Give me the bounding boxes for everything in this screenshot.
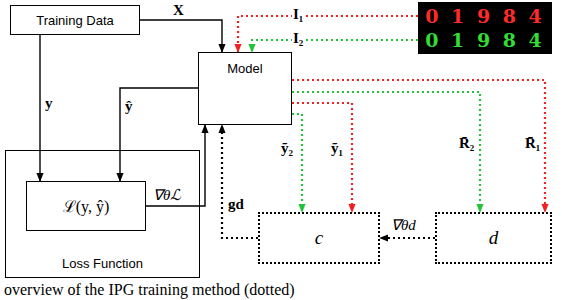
loss-panel: Loss Function ℒ(y, ŷ) <box>5 150 200 278</box>
connector <box>146 125 205 206</box>
connector <box>252 40 418 52</box>
node-text: 0 1 9 8 4 <box>425 29 545 51</box>
data-box: Training Data <box>10 5 140 35</box>
connector <box>292 92 480 212</box>
edge-label: y <box>44 95 54 112</box>
discriminator-box: d <box>435 212 552 264</box>
connector <box>238 16 418 52</box>
connector <box>120 88 198 181</box>
critic-box: c <box>258 212 380 264</box>
edge-label: ŷ <box>124 98 134 115</box>
edge-label: ∇θℒ <box>152 186 182 204</box>
digit-strip: 0 1 9 8 4 <box>418 26 552 54</box>
edge-label: ∇θd <box>390 216 417 234</box>
node-text: d <box>489 227 499 249</box>
node-text: Training Data <box>36 13 114 28</box>
connector <box>222 125 258 238</box>
edge-label: I₂ <box>292 30 304 47</box>
connector <box>292 114 302 212</box>
loss-formula-box: ℒ(y, ŷ) <box>26 181 146 231</box>
node-text: 0 1 9 8 4 <box>425 5 545 27</box>
node-text: ℒ(y, ŷ) <box>63 195 110 217</box>
node-text: Loss Function <box>62 256 143 271</box>
figure-caption: overview of the IPG training method (dot… <box>4 280 295 299</box>
edge-label: ỹ₁ <box>330 140 344 157</box>
edge-label: R̄₁ <box>524 135 541 152</box>
edge-label: gd <box>227 196 245 213</box>
edge-label: ỹ₂ <box>280 140 294 157</box>
connector <box>292 103 352 212</box>
edge-label: X <box>172 2 185 19</box>
connector <box>140 20 222 52</box>
model-box: Model <box>198 52 292 125</box>
edge-label: I₁ <box>292 6 304 23</box>
connector <box>292 80 545 212</box>
node-text: c <box>315 227 323 249</box>
node-text: Model <box>227 61 262 76</box>
connector <box>39 35 40 181</box>
edge-label: R̄₂ <box>458 135 475 152</box>
connector <box>380 237 435 239</box>
